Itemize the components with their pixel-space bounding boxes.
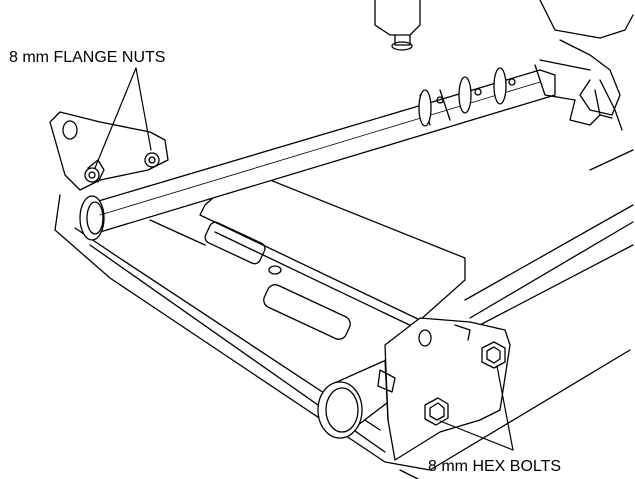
right-bracket — [377, 317, 511, 461]
rear-components — [374, 0, 634, 131]
hex-bolts-label: 8 mm HEX BOLTS — [428, 458, 562, 475]
leader-lines — [94, 67, 514, 451]
flange-nuts-label: 8 mm FLANGE NUTS — [9, 49, 166, 66]
left-bracket — [49, 111, 169, 191]
main-tube — [79, 67, 556, 241]
center-plate — [149, 169, 466, 340]
